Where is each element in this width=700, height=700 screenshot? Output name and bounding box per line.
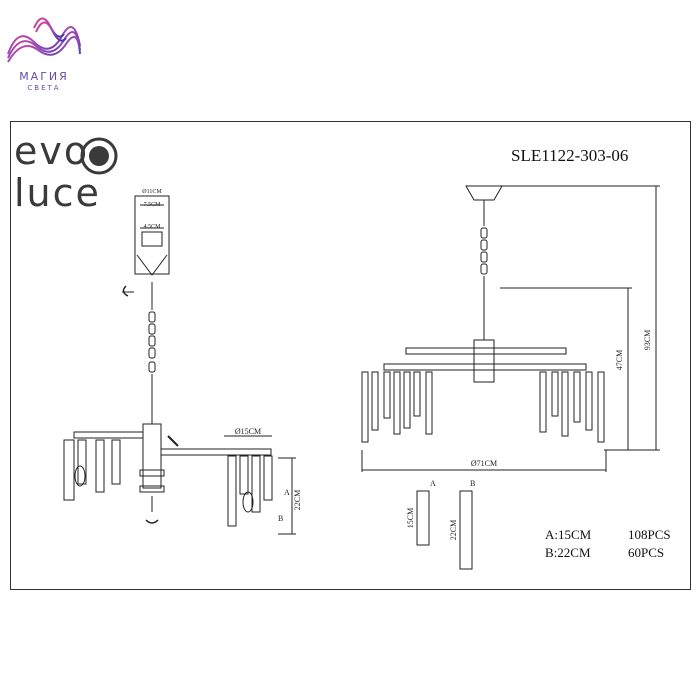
front-body xyxy=(473,339,495,383)
upper-arms xyxy=(405,347,567,355)
crystal-b-shape xyxy=(459,490,473,570)
right-crystal-4 xyxy=(227,455,237,527)
height-93-label: 93CM xyxy=(643,330,652,350)
left-crystal-1 xyxy=(63,439,75,501)
center-body xyxy=(142,423,162,489)
rotate-arrow-bottom-icon xyxy=(145,519,159,524)
right-arm xyxy=(160,448,272,456)
crystal-b-height: 22CM xyxy=(449,520,458,540)
inner-75-label: 7.5CM xyxy=(144,202,162,208)
brand-o-icon xyxy=(80,137,118,175)
canopy-diameter-label: Ø11CM xyxy=(142,189,162,195)
side-b-label: B xyxy=(278,514,283,523)
model-number: SLE1122-303-06 xyxy=(511,146,629,165)
right-crystal-2 xyxy=(251,455,261,513)
left-crystal-2 xyxy=(77,439,87,485)
spec-b: B:22CM xyxy=(545,545,591,560)
count-b: 60PCS xyxy=(628,545,665,560)
brand-line2: luce xyxy=(14,171,101,215)
count-table: 108PCS 60PCS xyxy=(628,526,671,562)
crystal-a-height: 15CM xyxy=(406,508,415,528)
right-crystal-3 xyxy=(263,455,273,501)
spec-a: A:15CM xyxy=(545,527,592,542)
magia-bottom-text: СВЕТА xyxy=(27,84,60,92)
right-crystal-1 xyxy=(239,455,249,495)
drawing-frame xyxy=(10,121,691,590)
crystal-b-letter: B xyxy=(470,479,475,488)
crystal-a-shape xyxy=(416,490,430,546)
height-22-label: 22CM xyxy=(293,490,302,510)
side-view: Ø11CM 7.5CM 4.5CM xyxy=(63,189,302,535)
canopy-box xyxy=(134,195,170,275)
height-47-label: 47CM xyxy=(615,350,624,370)
bulb-left-icon xyxy=(74,465,86,487)
canopy xyxy=(465,185,503,201)
evoluce-logo: evo luce xyxy=(14,130,101,214)
spec-table: A:15CM B:22CM xyxy=(545,526,591,562)
left-crystal-4 xyxy=(111,439,121,485)
magia-top-text: МАГИЯ xyxy=(19,70,69,83)
side-a-label: A xyxy=(284,488,290,497)
magia-sveta-logo: МАГИЯ СВЕТА xyxy=(7,17,81,92)
front-chain xyxy=(480,227,488,275)
brand-line1: evo xyxy=(14,129,90,173)
bulb-right-icon xyxy=(242,491,254,513)
lower-arms xyxy=(383,363,587,371)
crystal-legend: A B 15CM 22CM xyxy=(406,479,475,570)
rotate-arrow-icon xyxy=(122,285,129,297)
crystal-a-letter: A xyxy=(430,479,436,488)
inner-45-label: 4.5CM xyxy=(144,224,162,230)
left-arm xyxy=(73,431,144,439)
front-view: Ø71CM 47CM 93CM xyxy=(361,185,660,472)
arm-width-label: Ø15CM xyxy=(235,427,261,436)
count-a: 108PCS xyxy=(628,527,671,542)
chain xyxy=(148,311,156,373)
total-diameter-label: Ø71CM xyxy=(471,459,497,468)
wave-icon xyxy=(7,17,81,63)
left-crystal-3 xyxy=(95,439,105,493)
